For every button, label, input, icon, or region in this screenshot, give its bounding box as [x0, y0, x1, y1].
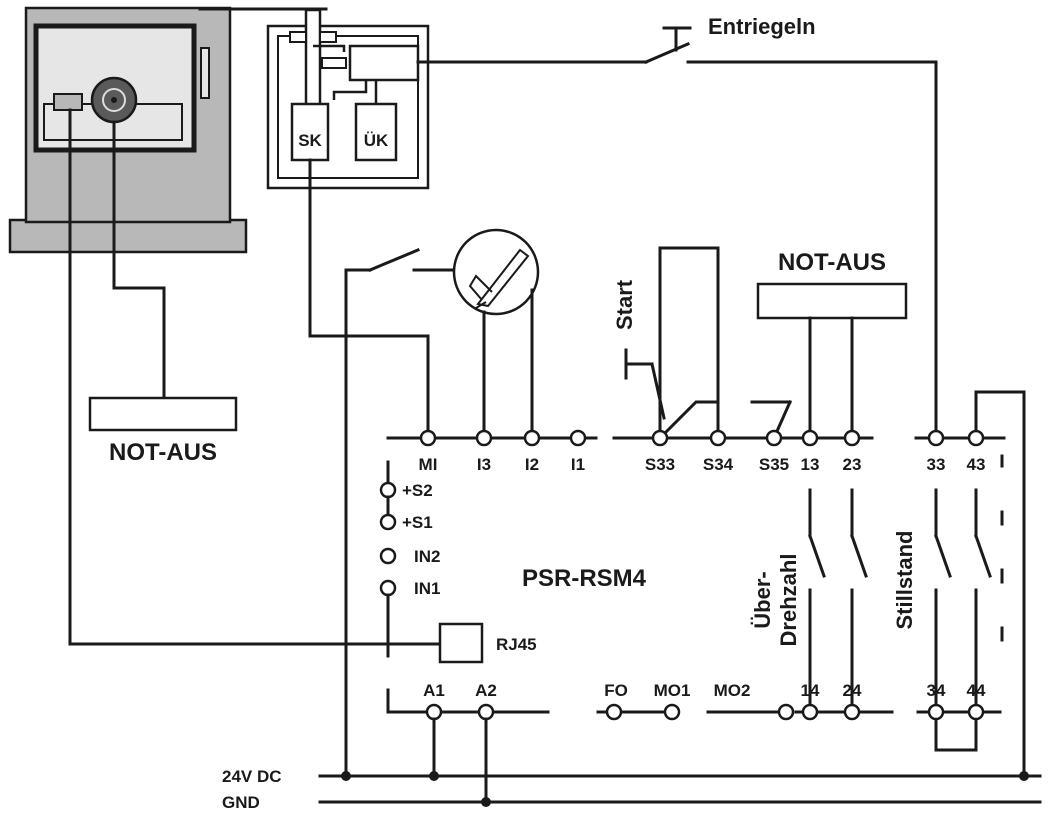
start-pushbutton: [624, 246, 720, 440]
estop-button-box: [756, 282, 908, 320]
terminal-mo2: MO2: [714, 681, 751, 700]
terminal-s1: +S1: [402, 513, 433, 532]
terminal-i1: I1: [571, 455, 585, 474]
terminal-44: 44: [967, 681, 986, 700]
loop-43-wire: [974, 390, 1026, 778]
terminal-in1: IN1: [414, 579, 440, 598]
terminal-in2: IN2: [414, 547, 440, 566]
terminal-s34: S34: [703, 455, 734, 474]
machine-enclosure: [8, 6, 248, 254]
unlock-label: Entriegeln: [708, 14, 816, 39]
device-name: PSR-RSM4: [522, 565, 647, 592]
overspeed-label-1: Über-: [750, 571, 775, 628]
standstill-label: Stillstand: [892, 530, 917, 629]
uk-label: ÜK: [364, 131, 389, 150]
terminal-mi: MI: [419, 455, 438, 474]
machine-estop-box: [88, 396, 238, 432]
start-label: Start: [612, 279, 637, 330]
terminal-mo1: MO1: [654, 681, 691, 700]
relay-contacts: [808, 454, 1004, 714]
terminal-43: 43: [967, 455, 986, 474]
top-terminals: [419, 429, 985, 447]
supply-24v-label: 24V DC: [222, 767, 282, 786]
terminal-s2: +S2: [402, 481, 433, 500]
terminal-s33: S33: [645, 455, 675, 474]
terminal-a1: A1: [423, 681, 445, 700]
terminal-a2: A2: [475, 681, 497, 700]
sk-wire: [308, 158, 430, 440]
terminal-13: 13: [801, 455, 820, 474]
terminal-23: 23: [843, 455, 862, 474]
machine-estop-wire: [112, 120, 166, 400]
unlock-pushbutton: [416, 26, 938, 440]
proximity-sensor-icon: [452, 228, 540, 440]
machine-estop-label: NOT-AUS: [109, 439, 217, 466]
supply-rails: [318, 717, 1042, 807]
terminal-34: 34: [927, 681, 946, 700]
bottom-terminal-bar: [440, 710, 1002, 752]
door-lock-switch: [198, 7, 430, 190]
terminal-14: 14: [801, 681, 820, 700]
left-terminal-column: [379, 460, 428, 714]
terminal-i2: I2: [525, 455, 539, 474]
gnd-label: GND: [222, 793, 260, 812]
terminal-i3: I3: [477, 455, 491, 474]
terminal-s35: S35: [759, 455, 789, 474]
terminal-fo: FO: [604, 681, 628, 700]
overspeed-label-2: Drehzahl: [776, 554, 801, 647]
estop-label-right: NOT-AUS: [778, 249, 886, 276]
bottom-terminals: [425, 703, 985, 721]
rj45-label: RJ45: [496, 635, 537, 654]
encoder-cable: [68, 108, 442, 646]
rj45-port: [438, 622, 484, 664]
sk-label: SK: [298, 131, 322, 150]
guard-switch: [344, 248, 458, 778]
terminal-24: 24: [843, 681, 862, 700]
terminal-33: 33: [927, 455, 946, 474]
